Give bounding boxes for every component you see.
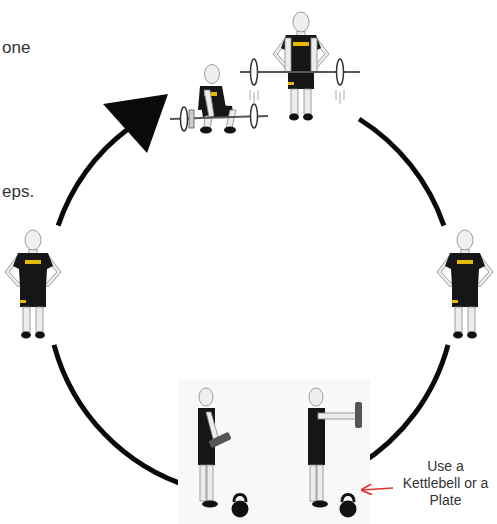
standing-figure (5, 230, 61, 339)
cycle-arc (58, 129, 128, 226)
cycle-arc (54, 345, 191, 487)
cycle-arc (359, 345, 448, 465)
note-label: Use a Kettlebell or a Plate (398, 458, 493, 508)
arrow-head (103, 94, 168, 153)
deadlift-figure (240, 12, 360, 121)
standing-figure (437, 230, 493, 339)
cycle-arc (359, 119, 444, 226)
kettlebell (340, 495, 357, 518)
leader-arrow (362, 488, 393, 490)
front-raise-panel (178, 380, 370, 524)
kettlebell (232, 495, 249, 518)
cropped-label: one (2, 38, 62, 58)
cropped-label: eps. (2, 182, 62, 202)
standing-figure (273, 12, 329, 121)
